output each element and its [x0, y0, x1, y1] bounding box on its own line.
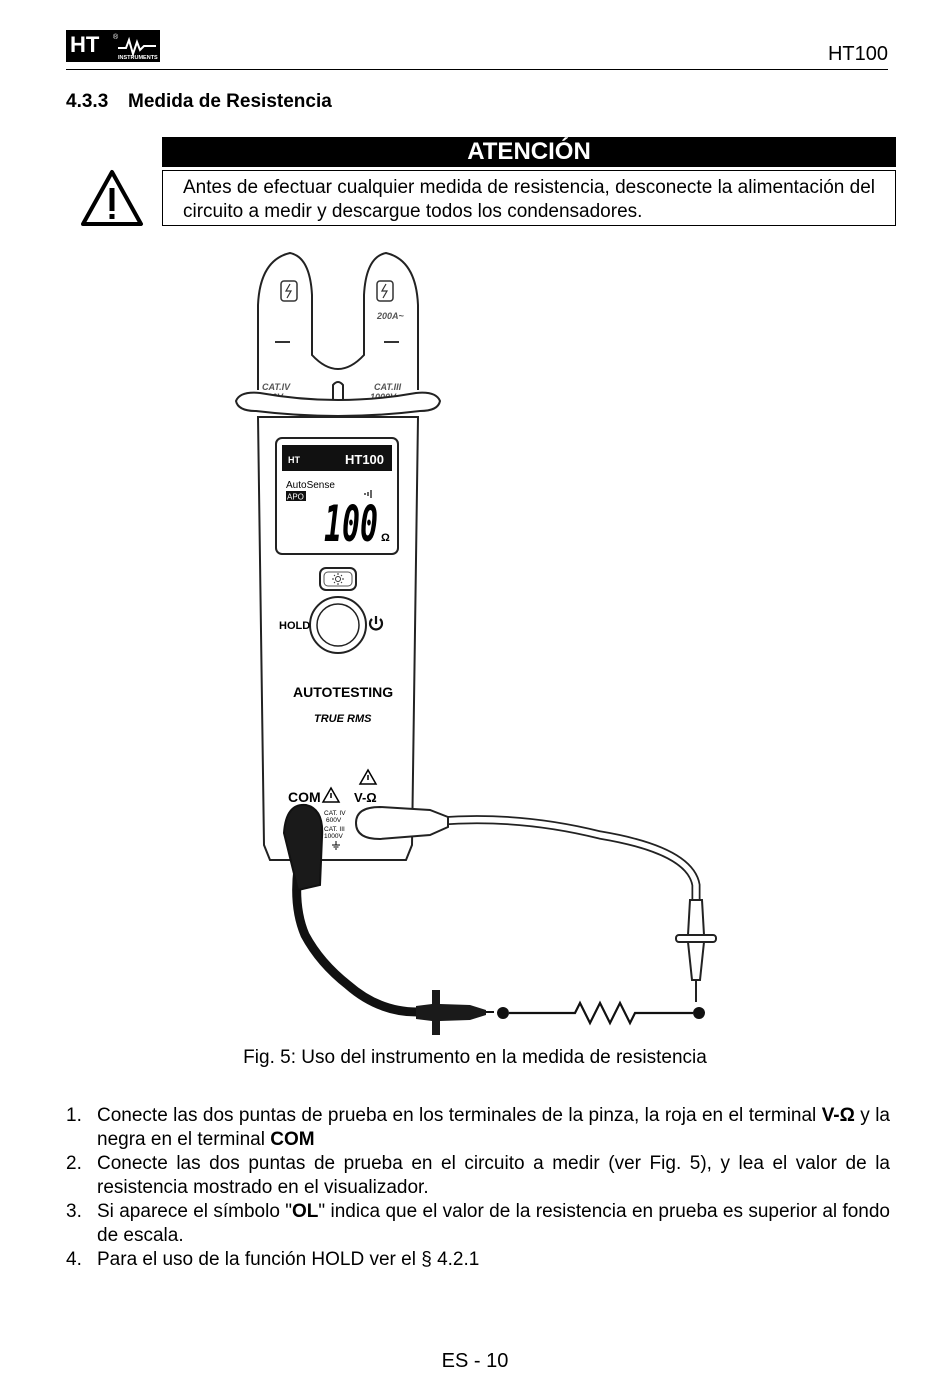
header-rule: [66, 69, 888, 70]
page-number: ES - 10: [441, 1350, 509, 1372]
svg-text:®: ®: [113, 33, 119, 41]
svg-text:CAT.IV: CAT.IV: [262, 382, 291, 392]
jaw-current-rating: 200A~: [376, 311, 405, 321]
autotesting-label: AUTOTESTING: [293, 684, 393, 700]
clamp-jaws: [257, 251, 419, 390]
true-rms-label: TRUE RMS: [314, 713, 372, 725]
section-name: Medida de Resistencia: [128, 91, 332, 112]
list-item: 3.Si aparece el símbolo "OL" indica que …: [66, 1201, 890, 1246]
resistor-symbol: [509, 1000, 693, 1026]
svg-text:HT: HT: [288, 455, 300, 465]
black-test-lead: [292, 840, 425, 1017]
figure-caption: Fig. 5: Uso del instrumento en la medida…: [243, 1047, 707, 1068]
svg-text:CAT. III: CAT. III: [324, 826, 345, 833]
warning-text: Antes de efectuar cualquier medida de re…: [162, 170, 896, 226]
v-ohm-label: V-Ω: [354, 790, 377, 805]
svg-text:1000V: 1000V: [324, 833, 343, 840]
red-test-lead: [435, 815, 701, 910]
hold-label: HOLD: [279, 620, 310, 632]
svg-text:INSTRUMENTS: INSTRUMENTS: [118, 55, 158, 61]
warning-title: ATENCIÓN: [162, 137, 896, 167]
header-model: HT100: [827, 43, 888, 65]
list-item: 1.Conecte las dos puntas de prueba en lo…: [66, 1105, 890, 1150]
hand-guard: [234, 391, 442, 417]
display-model: HT100: [345, 452, 384, 467]
clamp-meter-figure: 200A~ CAT.IV 600V~ CAT.III 1000V~ HT HT1…: [234, 251, 717, 1035]
section-number: 4.3.3: [66, 91, 109, 112]
display-unit: Ω: [381, 532, 390, 544]
ht-instruments-logo: HT ® INSTRUMENTS: [66, 30, 160, 62]
section-title: 4.3.3 Medida de Resistencia: [66, 91, 332, 113]
display-mode: AutoSense: [286, 480, 335, 491]
svg-text:HT: HT: [70, 32, 100, 57]
list-item: 2.Conecte las dos puntas de prueba en el…: [66, 1153, 890, 1198]
svg-text:CAT.III: CAT.III: [374, 382, 402, 392]
com-label: COM: [288, 789, 321, 805]
svg-text:APO: APO: [287, 493, 304, 502]
svg-text:CAT. IV: CAT. IV: [324, 810, 346, 817]
svg-text:600V: 600V: [326, 817, 342, 824]
display-value: 100: [324, 495, 378, 553]
list-item: 4.Para el uso de la función HOLD ver el …: [66, 1249, 480, 1270]
instruction-list: 1.Conecte las dos puntas de prueba en lo…: [66, 1104, 890, 1272]
warning-triangle-icon: [81, 170, 143, 226]
